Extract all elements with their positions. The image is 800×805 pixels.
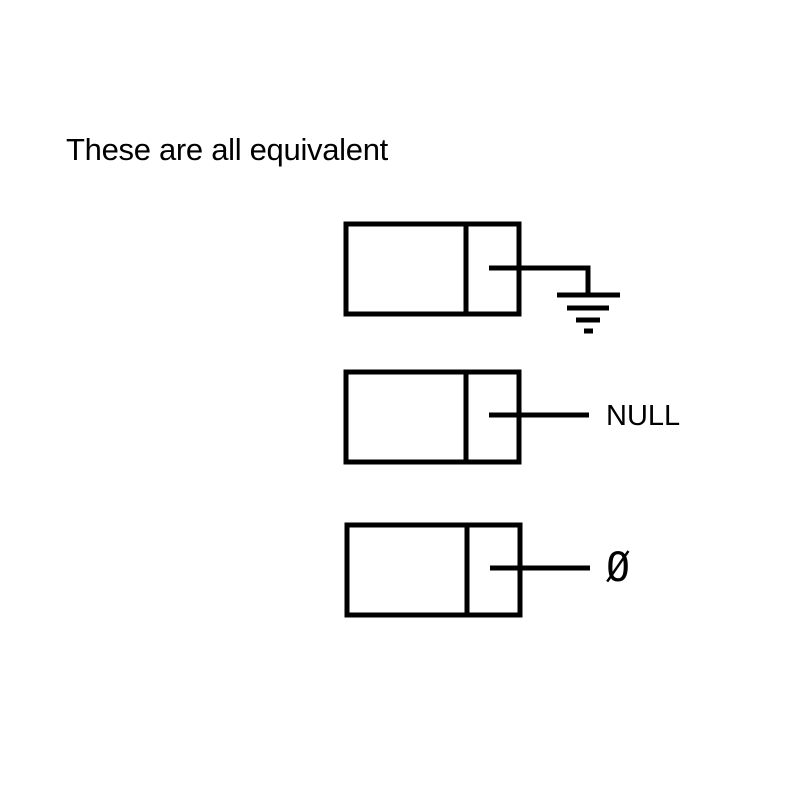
node-3	[344, 522, 590, 618]
caption: These are all equivalent	[66, 132, 388, 167]
node-1-pointer-line	[489, 265, 591, 295]
empty-set-label: Ø	[606, 545, 631, 591]
ground-icon	[557, 292, 620, 334]
null-label: NULL	[606, 400, 681, 432]
node-2	[343, 369, 589, 465]
node-1	[343, 221, 620, 334]
